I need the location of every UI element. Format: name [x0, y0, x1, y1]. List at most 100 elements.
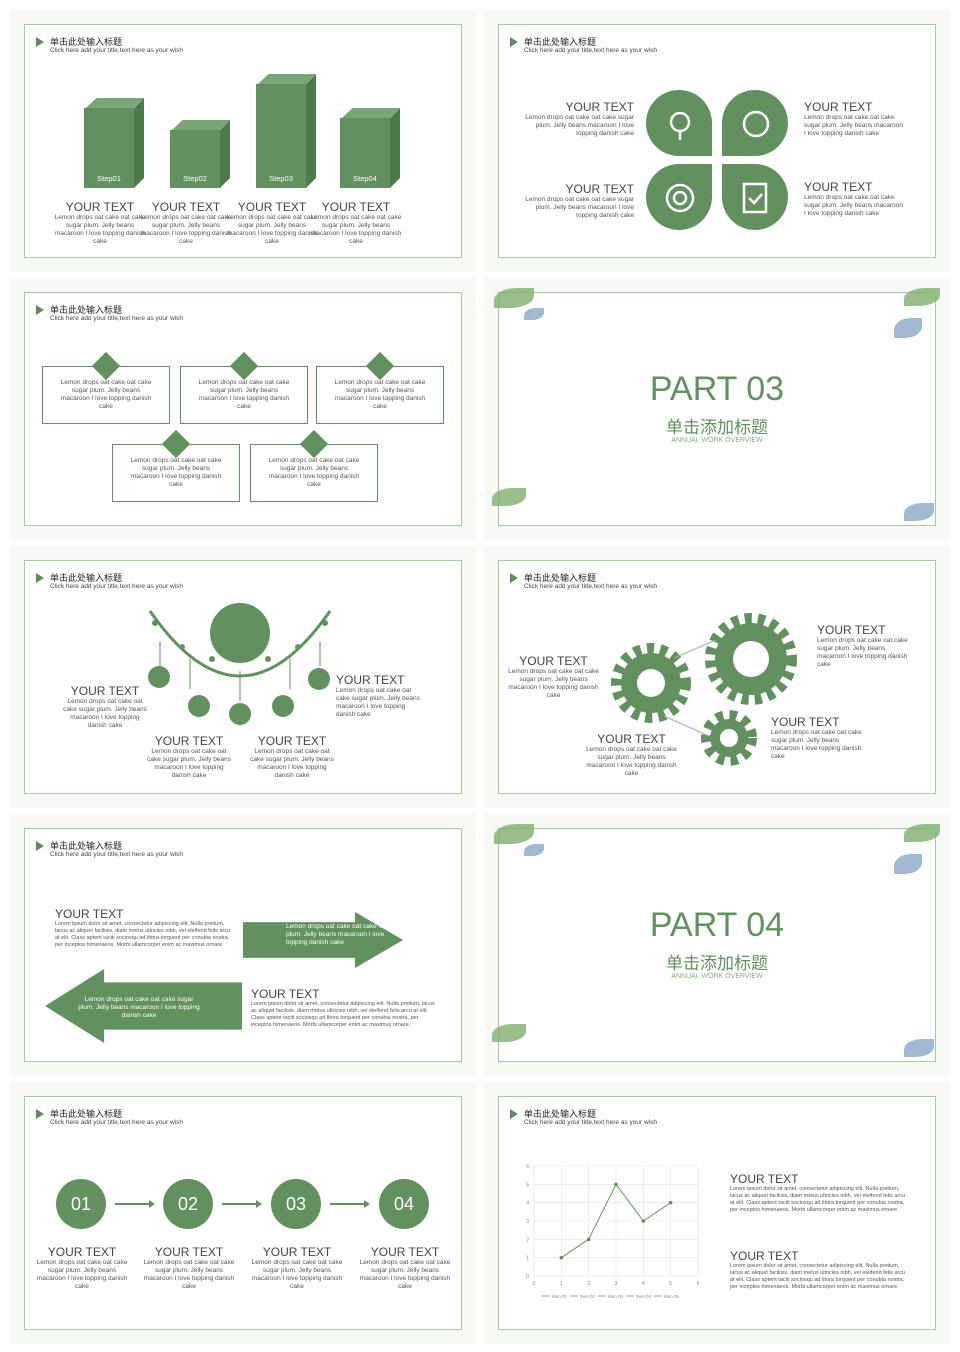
clipboard-icon — [742, 182, 768, 214]
slide-part-03[interactable]: PART 03 单击添加标题 ANNUAL WORK OVERVIEW — [484, 278, 950, 540]
x-tick-label: 1 — [560, 1281, 563, 1287]
step-block-side — [306, 74, 316, 188]
y-tick-label: 0 — [526, 1274, 529, 1280]
head-icon-tile — [722, 90, 788, 156]
play-icon — [510, 1109, 518, 1119]
step-number-circle: 01 — [56, 1179, 106, 1229]
play-icon — [36, 573, 44, 583]
x-tick-label: 6 — [697, 1281, 700, 1287]
text-box: Lemon drops oat cake oat cake sugar plum… — [180, 366, 308, 424]
step-block-top — [86, 98, 144, 108]
leaf-decoration — [904, 288, 940, 306]
legend-label: Item 01 — [552, 1294, 568, 1299]
leaf-decoration — [904, 503, 934, 521]
refresh-icon — [229, 703, 251, 725]
step-number-circle: 03 — [271, 1179, 321, 1229]
step-block — [256, 84, 306, 188]
step-block-top — [258, 74, 316, 84]
leaf-decoration — [904, 824, 940, 842]
leaf-decoration — [494, 824, 534, 844]
slide-part-04[interactable]: PART 04 单击添加标题 ANNUAL WORK OVERVIEW — [484, 814, 950, 1076]
y-tick-label: 2 — [526, 1237, 529, 1243]
arrow-right-text: Lemon drops oat cake oat cake sugar plum… — [286, 923, 395, 946]
part-caption: ANNUAL WORK OVERVIEW — [671, 437, 763, 444]
arrow-left-text: Lemon drops oat cake oat cake sugar plum… — [78, 996, 200, 1019]
step-block — [84, 108, 134, 188]
step-label: Step02 — [183, 174, 207, 183]
data-point — [559, 1255, 564, 1260]
quad-icons — [665, 110, 770, 214]
x-tick-label: 4 — [642, 1281, 645, 1287]
leaf-decoration — [524, 844, 544, 856]
leaf-decoration — [894, 318, 922, 338]
bar-chart-icon — [188, 695, 210, 717]
x-tick-label: 3 — [615, 1281, 618, 1287]
leaf-decoration — [492, 488, 526, 506]
play-icon — [36, 841, 44, 851]
target-icon-tile — [646, 164, 712, 230]
data-point — [668, 1200, 673, 1205]
step-label: Step01 — [97, 174, 121, 183]
step-label: Step04 — [353, 174, 377, 183]
arrow-head — [256, 1200, 262, 1208]
step-label: Step03 — [269, 174, 293, 183]
part-title: PART 04 — [649, 906, 785, 944]
x-tick-label: 2 — [587, 1281, 590, 1287]
play-icon — [510, 573, 518, 583]
step-block-top — [172, 120, 230, 130]
step-number: 02 — [177, 1193, 199, 1214]
cloud-icon — [148, 666, 170, 688]
leaf-decoration — [894, 854, 922, 874]
y-tick-label: 3 — [526, 1219, 529, 1225]
data-point — [641, 1219, 646, 1223]
globe-icon — [210, 603, 270, 663]
play-icon — [510, 37, 518, 47]
step-block-side — [220, 120, 230, 188]
slide-frame — [498, 24, 936, 258]
y-tick-label: 1 — [526, 1256, 529, 1262]
arrow-head — [364, 1200, 370, 1208]
legend-label: Item 02 — [580, 1294, 596, 1299]
step-block-top — [342, 108, 400, 118]
arrow-right-icon — [330, 1203, 366, 1205]
arrow-right-icon — [222, 1203, 258, 1205]
step-number: 01 — [70, 1193, 92, 1214]
globe-arc — [148, 603, 332, 701]
part-title: PART 03 — [649, 370, 785, 408]
play-icon — [36, 305, 44, 315]
clipboard-icon-tile — [722, 164, 788, 230]
slide-frame — [498, 828, 936, 1062]
slide-frame — [498, 292, 936, 526]
step-number: 04 — [393, 1193, 415, 1214]
step-number-circle: 02 — [163, 1179, 213, 1229]
part-caption: ANNUAL WORK OVERVIEW — [671, 973, 763, 980]
part-subtitle: 单击添加标题 — [666, 954, 768, 973]
x-tick-label: 0 — [533, 1281, 536, 1287]
y-tick-label: 4 — [526, 1201, 529, 1207]
legend-label: Item 05 — [664, 1294, 680, 1299]
bulb-icon-tile — [646, 90, 712, 156]
play-icon — [36, 37, 44, 47]
